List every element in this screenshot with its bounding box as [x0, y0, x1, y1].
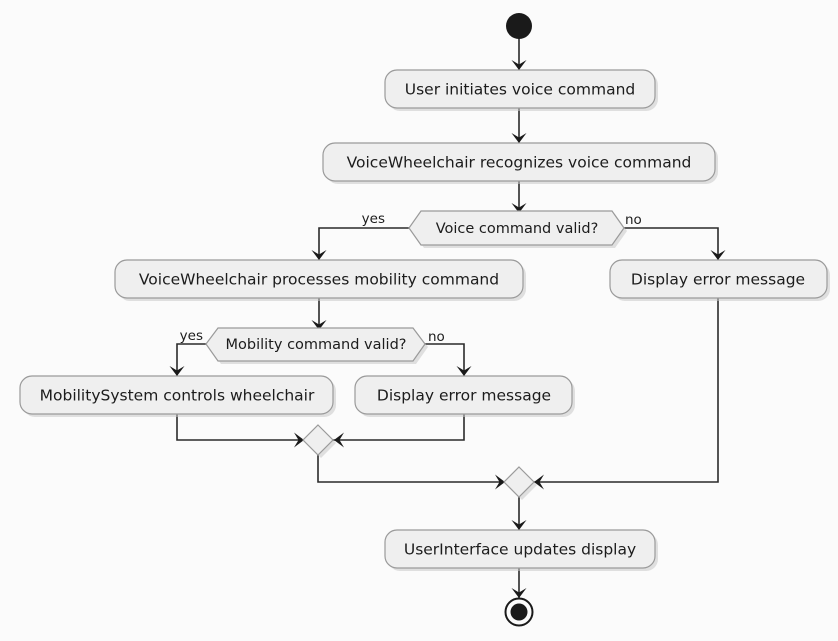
end-node[interactable]	[504, 597, 534, 627]
activity-label-a2: VoiceWheelchair recognizes voice command	[347, 154, 692, 172]
guard-label-d1-no: no	[625, 212, 642, 228]
edge-d1-yes-to-a3	[311, 227, 419, 261]
activity-node-a1[interactable]: User initiates voice command	[384, 69, 658, 111]
decision-node-d2[interactable]: Mobility command valid? yes no	[180, 327, 445, 364]
guard-label-d2-no: no	[428, 329, 445, 345]
edge-a4-to-m2	[533, 297, 719, 490]
edge-a5-to-m1	[176, 413, 305, 448]
activity-label-a6: Display error message	[377, 387, 551, 405]
decision-node-d1[interactable]: Voice command valid? yes no	[362, 210, 642, 248]
edge-m2-to-a7	[511, 496, 527, 531]
activity-label-a5: MobilitySystem controls wheelchair	[40, 387, 315, 405]
edge-d2-yes-to-a5	[169, 343, 216, 377]
activity-label-a7: UserInterface updates display	[404, 541, 636, 559]
edge-d1-no-to-a4	[619, 227, 726, 261]
edge-a2-to-d1	[511, 180, 527, 214]
activity-node-a4[interactable]: Display error message	[609, 259, 830, 301]
activity-node-a3[interactable]: VoiceWheelchair processes mobility comma…	[114, 259, 526, 301]
edge-m1-to-m2	[317, 454, 506, 490]
activity-node-a6[interactable]: Display error message	[354, 375, 575, 417]
edge-start-to-a1	[511, 38, 527, 71]
merge-node-m1[interactable]	[302, 424, 336, 458]
activity-node-a2[interactable]: VoiceWheelchair recognizes voice command	[322, 142, 718, 184]
decision-label-d1: Voice command valid?	[436, 221, 599, 237]
activity-label-a1: User initiates voice command	[405, 81, 636, 99]
merge-node-m2[interactable]	[503, 466, 537, 500]
edge-a1-to-a2	[511, 107, 527, 144]
activity-node-a5[interactable]: MobilitySystem controls wheelchair	[19, 375, 336, 417]
activity-node-a7[interactable]: UserInterface updates display	[384, 529, 658, 571]
decision-label-d2: Mobility command valid?	[226, 337, 407, 353]
activity-label-a3: VoiceWheelchair processes mobility comma…	[139, 271, 499, 289]
edge-a6-to-m1	[333, 413, 465, 448]
activity-label-a4: Display error message	[631, 271, 805, 289]
start-node[interactable]	[506, 13, 532, 39]
edge-d2-no-to-a6	[423, 343, 472, 377]
edge-a3-to-d2	[311, 297, 327, 331]
guard-label-d1-yes: yes	[362, 211, 385, 227]
guard-label-d2-yes: yes	[180, 328, 203, 344]
edge-a7-to-end	[511, 567, 527, 599]
